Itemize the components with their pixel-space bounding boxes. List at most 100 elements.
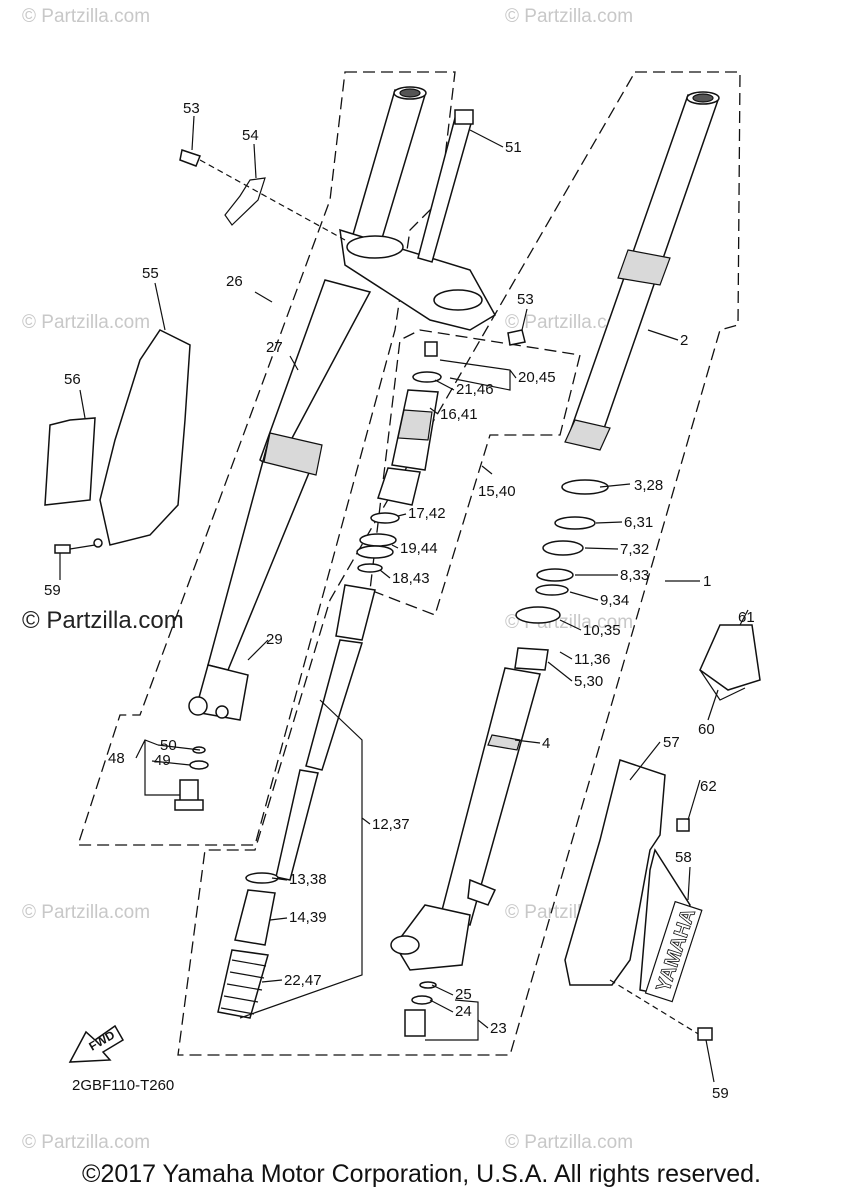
leader-line — [429, 407, 439, 415]
leader-line — [239, 699, 371, 1019]
fork-guard-55 — [93, 329, 191, 548]
leader-line — [481, 465, 493, 475]
part-callout: 21,46 — [456, 381, 494, 398]
part-callout: 5,30 — [574, 673, 603, 690]
part-callout: 12,37 — [372, 816, 410, 833]
leader-line — [514, 739, 541, 744]
part-callout: 53 — [183, 100, 200, 117]
bolt-59-left — [54, 544, 96, 554]
leader-line — [79, 389, 86, 419]
part-callout: 13,38 — [289, 871, 327, 888]
clip-61 — [699, 624, 761, 701]
drain-bolt-23 — [404, 981, 437, 1037]
leader-line — [599, 483, 631, 488]
part-callout: 53 — [517, 291, 534, 308]
leader-line — [425, 999, 489, 1041]
leader-line — [391, 544, 399, 549]
watermark: © Partzilla.com — [505, 312, 633, 333]
part-callout: 55 — [142, 265, 159, 282]
spring-13-14-22 — [217, 872, 279, 1019]
leader-line — [629, 741, 661, 781]
leader-line — [154, 282, 166, 331]
axle-bracket — [390, 878, 497, 971]
part-callout: 2 — [680, 332, 688, 349]
watermark: © Partzilla.com — [22, 607, 184, 634]
leader-line — [595, 521, 623, 524]
part-callout: 14,39 — [289, 909, 327, 926]
part-callout: 24 — [455, 1003, 472, 1020]
bolt-59-right — [609, 979, 713, 1041]
part-callout: 11,36 — [574, 651, 610, 668]
bolt-53-clamp — [507, 329, 526, 346]
leader-line — [269, 917, 288, 921]
leader-line — [151, 760, 191, 766]
watermark: © Partzilla.com — [22, 1132, 150, 1153]
part-callout: 16,41 — [440, 406, 478, 423]
part-callout: 15,40 — [478, 483, 516, 500]
part-callout: 51 — [505, 139, 522, 156]
part-callout: 17,42 — [408, 505, 446, 522]
watermark: © Partzilla.com — [22, 6, 150, 27]
leader-line — [739, 609, 749, 626]
watermark: © Partzilla.com — [22, 902, 150, 923]
part-callout: 50 — [160, 737, 177, 754]
leader-line — [379, 569, 391, 579]
leader-line — [247, 639, 269, 661]
right-outer-tube-2 — [564, 91, 720, 451]
leader-line — [687, 866, 691, 901]
leader-line — [135, 739, 180, 796]
inner-damper-group-outline — [369, 329, 581, 616]
watermark: © Partzilla.com — [505, 1132, 633, 1153]
leader-line — [559, 619, 582, 631]
inner-tube-4 — [439, 667, 541, 926]
damper-cap-bolt — [377, 341, 442, 506]
damper-orings — [356, 512, 400, 573]
part-callout: 9,34 — [600, 592, 629, 609]
bolt-62 — [676, 818, 690, 832]
part-callout: 62 — [700, 778, 717, 795]
right-fork-group-outline — [177, 71, 741, 1056]
leader-line — [253, 143, 257, 179]
hose-guide-54 — [224, 177, 266, 226]
part-callout: 6,31 — [624, 514, 653, 531]
leader-line — [547, 661, 573, 682]
leader-line — [569, 591, 599, 601]
part-callout: 3,28 — [634, 477, 663, 494]
part-callout: 1 — [703, 573, 711, 590]
part-callout: 49 — [154, 752, 171, 769]
part-callout: 58 — [675, 849, 692, 866]
bolt-53-top — [179, 149, 346, 241]
part-callout: 29 — [266, 631, 283, 648]
damper-rod-12-37 — [275, 584, 376, 881]
part-callout: 26 — [226, 273, 243, 290]
part-callout: 61 — [738, 609, 755, 626]
leader-line — [431, 984, 454, 996]
leader-line — [439, 359, 517, 391]
right-seal-stack — [514, 479, 609, 671]
leader-line — [707, 689, 719, 721]
leader-line — [521, 308, 528, 331]
part-callout: 23 — [490, 1020, 507, 1037]
part-callout: 59 — [712, 1085, 729, 1102]
leader-lines — [59, 115, 749, 1083]
part-callout: 57 — [663, 734, 680, 751]
part-callout: 54 — [242, 127, 259, 144]
part-callout: 7,32 — [620, 541, 649, 558]
diagram-code: 2GBF110-T260 — [72, 1077, 174, 1094]
part-callout: 25 — [455, 986, 472, 1003]
part-callout: 10,35 — [583, 622, 621, 639]
part-callout: 27 — [266, 339, 283, 356]
leader-line — [687, 779, 701, 821]
leader-line — [647, 329, 679, 341]
part-callout: 59 — [44, 582, 61, 599]
part-callout: 48 — [108, 750, 125, 767]
left-outer-tube — [188, 86, 427, 721]
left-fork-group-outline — [77, 71, 456, 846]
leader-line — [397, 513, 407, 517]
part-callout: 20,45 — [518, 369, 556, 386]
leader-line — [559, 651, 573, 660]
part-callout: 22,47 — [284, 972, 322, 989]
part-callout: 4 — [542, 735, 550, 752]
